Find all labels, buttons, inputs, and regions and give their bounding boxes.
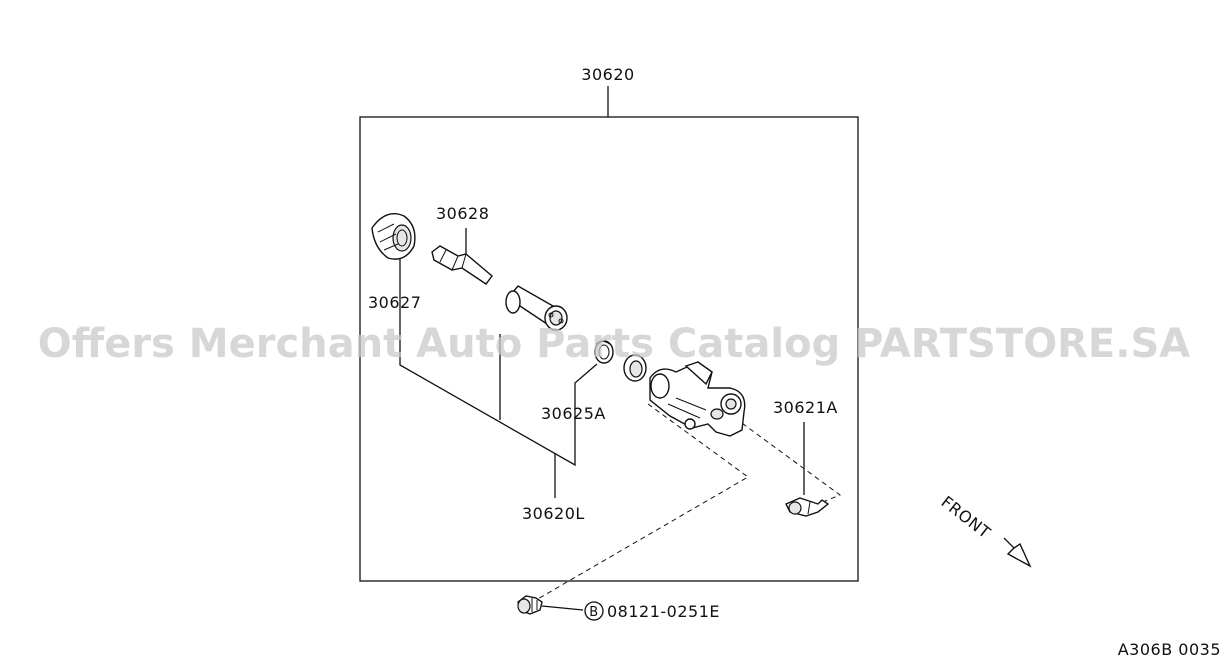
label-30620l: 30620L xyxy=(522,504,585,523)
seal-ring-part xyxy=(623,354,647,382)
piston-cup-part xyxy=(594,340,614,364)
bolt-b-marker-circle xyxy=(584,601,604,621)
push-rod-part xyxy=(431,245,493,285)
diagram-code: A306B 0035 xyxy=(1118,640,1221,659)
label-30628: 30628 xyxy=(436,204,489,223)
cylinder-body-part xyxy=(649,361,746,437)
bleeder-screw-part xyxy=(785,497,830,517)
dust-boot-part xyxy=(371,213,416,260)
mounting-bolt-part xyxy=(517,595,543,615)
front-arrow-icon xyxy=(1003,537,1032,568)
piston-part xyxy=(505,285,568,331)
label-30625a: 30625A xyxy=(541,404,606,423)
label-assembly-30620: 30620 xyxy=(581,65,634,84)
front-label: FRONT xyxy=(938,492,995,542)
label-30621a: 30621A xyxy=(773,398,838,417)
bolt-b-marker-text: B xyxy=(589,605,598,620)
assembly-frame xyxy=(359,116,859,582)
label-30627: 30627 xyxy=(368,293,421,312)
label-bolt-08121-0251e: 08121-0251E xyxy=(607,602,720,621)
watermark-text: Offers Merchant Auto Parts Catalog PARTS… xyxy=(38,321,1190,367)
leader-lines xyxy=(399,228,805,611)
